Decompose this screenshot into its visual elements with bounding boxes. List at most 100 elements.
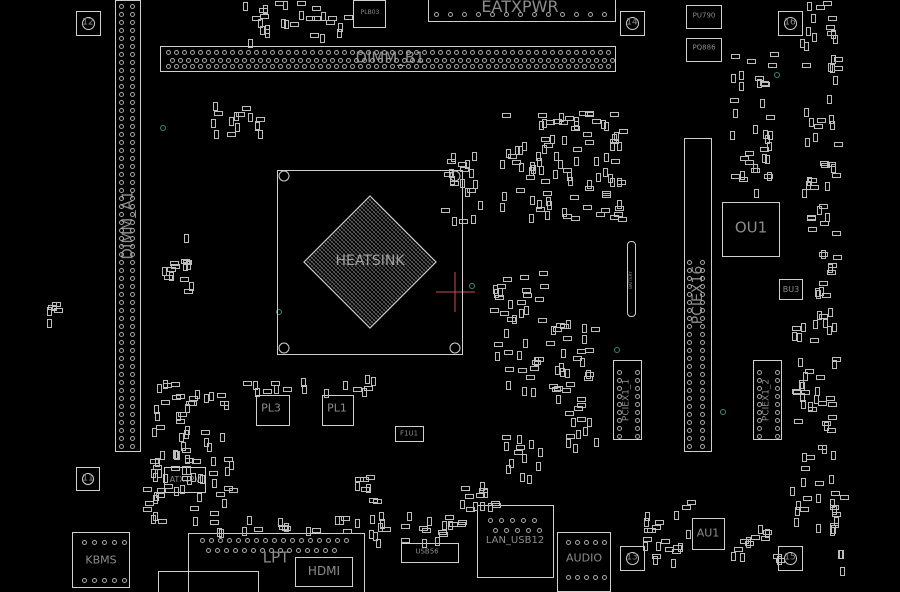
heatsink-outline[interactable] <box>277 170 463 355</box>
pin <box>700 428 705 433</box>
pin <box>538 58 543 63</box>
pin <box>510 518 515 523</box>
pq886-inductor[interactable] <box>686 38 722 62</box>
bga-ball-row <box>317 247 385 315</box>
smd-pad <box>538 318 547 323</box>
smd-pad <box>328 16 337 21</box>
smd-pad <box>469 169 474 178</box>
pin <box>687 260 692 265</box>
pin <box>504 528 509 533</box>
smd-pad <box>808 227 817 232</box>
smd-pad <box>592 119 601 124</box>
f1u1-label: F1U1 <box>399 429 419 438</box>
plb03-inductor[interactable] <box>353 0 386 28</box>
pin <box>442 58 447 63</box>
smd-pad <box>445 515 454 520</box>
atx12v-connector[interactable] <box>164 467 206 493</box>
pin <box>366 50 371 55</box>
pciex16-slot[interactable] <box>684 138 712 452</box>
pin <box>700 444 705 449</box>
smd-pad <box>604 122 609 131</box>
pin <box>119 236 124 241</box>
pin <box>602 540 607 545</box>
bu3-chip[interactable] <box>779 279 803 300</box>
bga-ball-col <box>343 235 411 303</box>
bga-ball-col <box>347 239 415 307</box>
smd-pad <box>282 526 291 531</box>
bga-ball-row <box>313 251 381 319</box>
usb56-header[interactable] <box>401 543 459 563</box>
mounting-hole-11[interactable] <box>76 467 100 491</box>
bga-ball-row <box>341 223 409 291</box>
smd-pad <box>804 108 809 117</box>
smd-pad <box>760 147 769 152</box>
pu790-inductor[interactable] <box>686 5 722 29</box>
smd-pad <box>731 552 736 561</box>
pin <box>687 340 692 345</box>
smd-pad <box>566 382 575 387</box>
pin <box>430 50 435 55</box>
pin <box>119 324 124 329</box>
pin <box>270 50 275 55</box>
smd-pad <box>582 324 587 333</box>
smd-pad <box>559 363 564 372</box>
smd-pad <box>538 448 543 457</box>
smd-pad <box>450 176 455 185</box>
pin <box>700 268 705 273</box>
pin <box>635 410 640 415</box>
battery-holder[interactable] <box>627 241 636 317</box>
pin <box>700 324 705 329</box>
hdmi-connector[interactable] <box>295 557 353 587</box>
pin <box>178 58 183 63</box>
smd-pad <box>163 380 168 389</box>
pin <box>700 356 705 361</box>
dimm-a1-slot[interactable] <box>115 0 141 452</box>
smd-pad <box>263 5 268 14</box>
smd-pad <box>577 417 586 422</box>
pin <box>635 434 640 439</box>
pciex1-2-slot[interactable] <box>753 360 782 440</box>
pciex1-1-slot[interactable] <box>613 360 642 440</box>
smd-pad <box>765 529 770 538</box>
pl3-inductor[interactable] <box>256 395 290 426</box>
dimm-b1-slot[interactable] <box>160 46 616 72</box>
mounting-hole-12[interactable] <box>76 11 101 36</box>
kbms-connector[interactable] <box>72 532 130 588</box>
mounting-hole-14[interactable] <box>620 11 645 36</box>
lan-usb12-connector[interactable] <box>477 505 554 578</box>
pl1-inductor[interactable] <box>322 395 354 426</box>
smd-pad <box>538 113 547 118</box>
pin <box>434 58 439 63</box>
smd-pad <box>832 506 837 515</box>
smd-pad <box>457 522 466 527</box>
f1u1-chip[interactable] <box>395 426 424 442</box>
pin <box>700 372 705 377</box>
eatxpwr-connector[interactable] <box>428 0 616 22</box>
smd-pad <box>419 526 428 531</box>
pin <box>378 58 383 63</box>
smd-pad <box>817 118 826 123</box>
vga-connector[interactable] <box>158 571 259 592</box>
smd-pad <box>794 419 803 424</box>
lpt-connector[interactable] <box>188 533 365 592</box>
smd-pad <box>529 440 534 449</box>
pin <box>130 124 135 129</box>
mounting-hole-13[interactable] <box>620 546 645 571</box>
smd-pad <box>220 401 229 406</box>
audio-label: AUDIO <box>566 551 602 565</box>
mounting-hole-16[interactable] <box>778 11 803 36</box>
smd-pad <box>830 121 835 130</box>
au1-chip[interactable] <box>692 518 725 550</box>
pin <box>514 58 519 63</box>
smd-pad <box>776 558 785 563</box>
pin <box>92 540 97 545</box>
ou1-chip[interactable] <box>722 202 780 257</box>
smd-pad <box>480 502 485 511</box>
pin <box>775 394 780 399</box>
pin <box>462 64 467 69</box>
smd-pad <box>817 311 822 320</box>
smd-pad <box>561 349 566 358</box>
smd-pad <box>209 392 214 401</box>
pin <box>298 58 303 63</box>
